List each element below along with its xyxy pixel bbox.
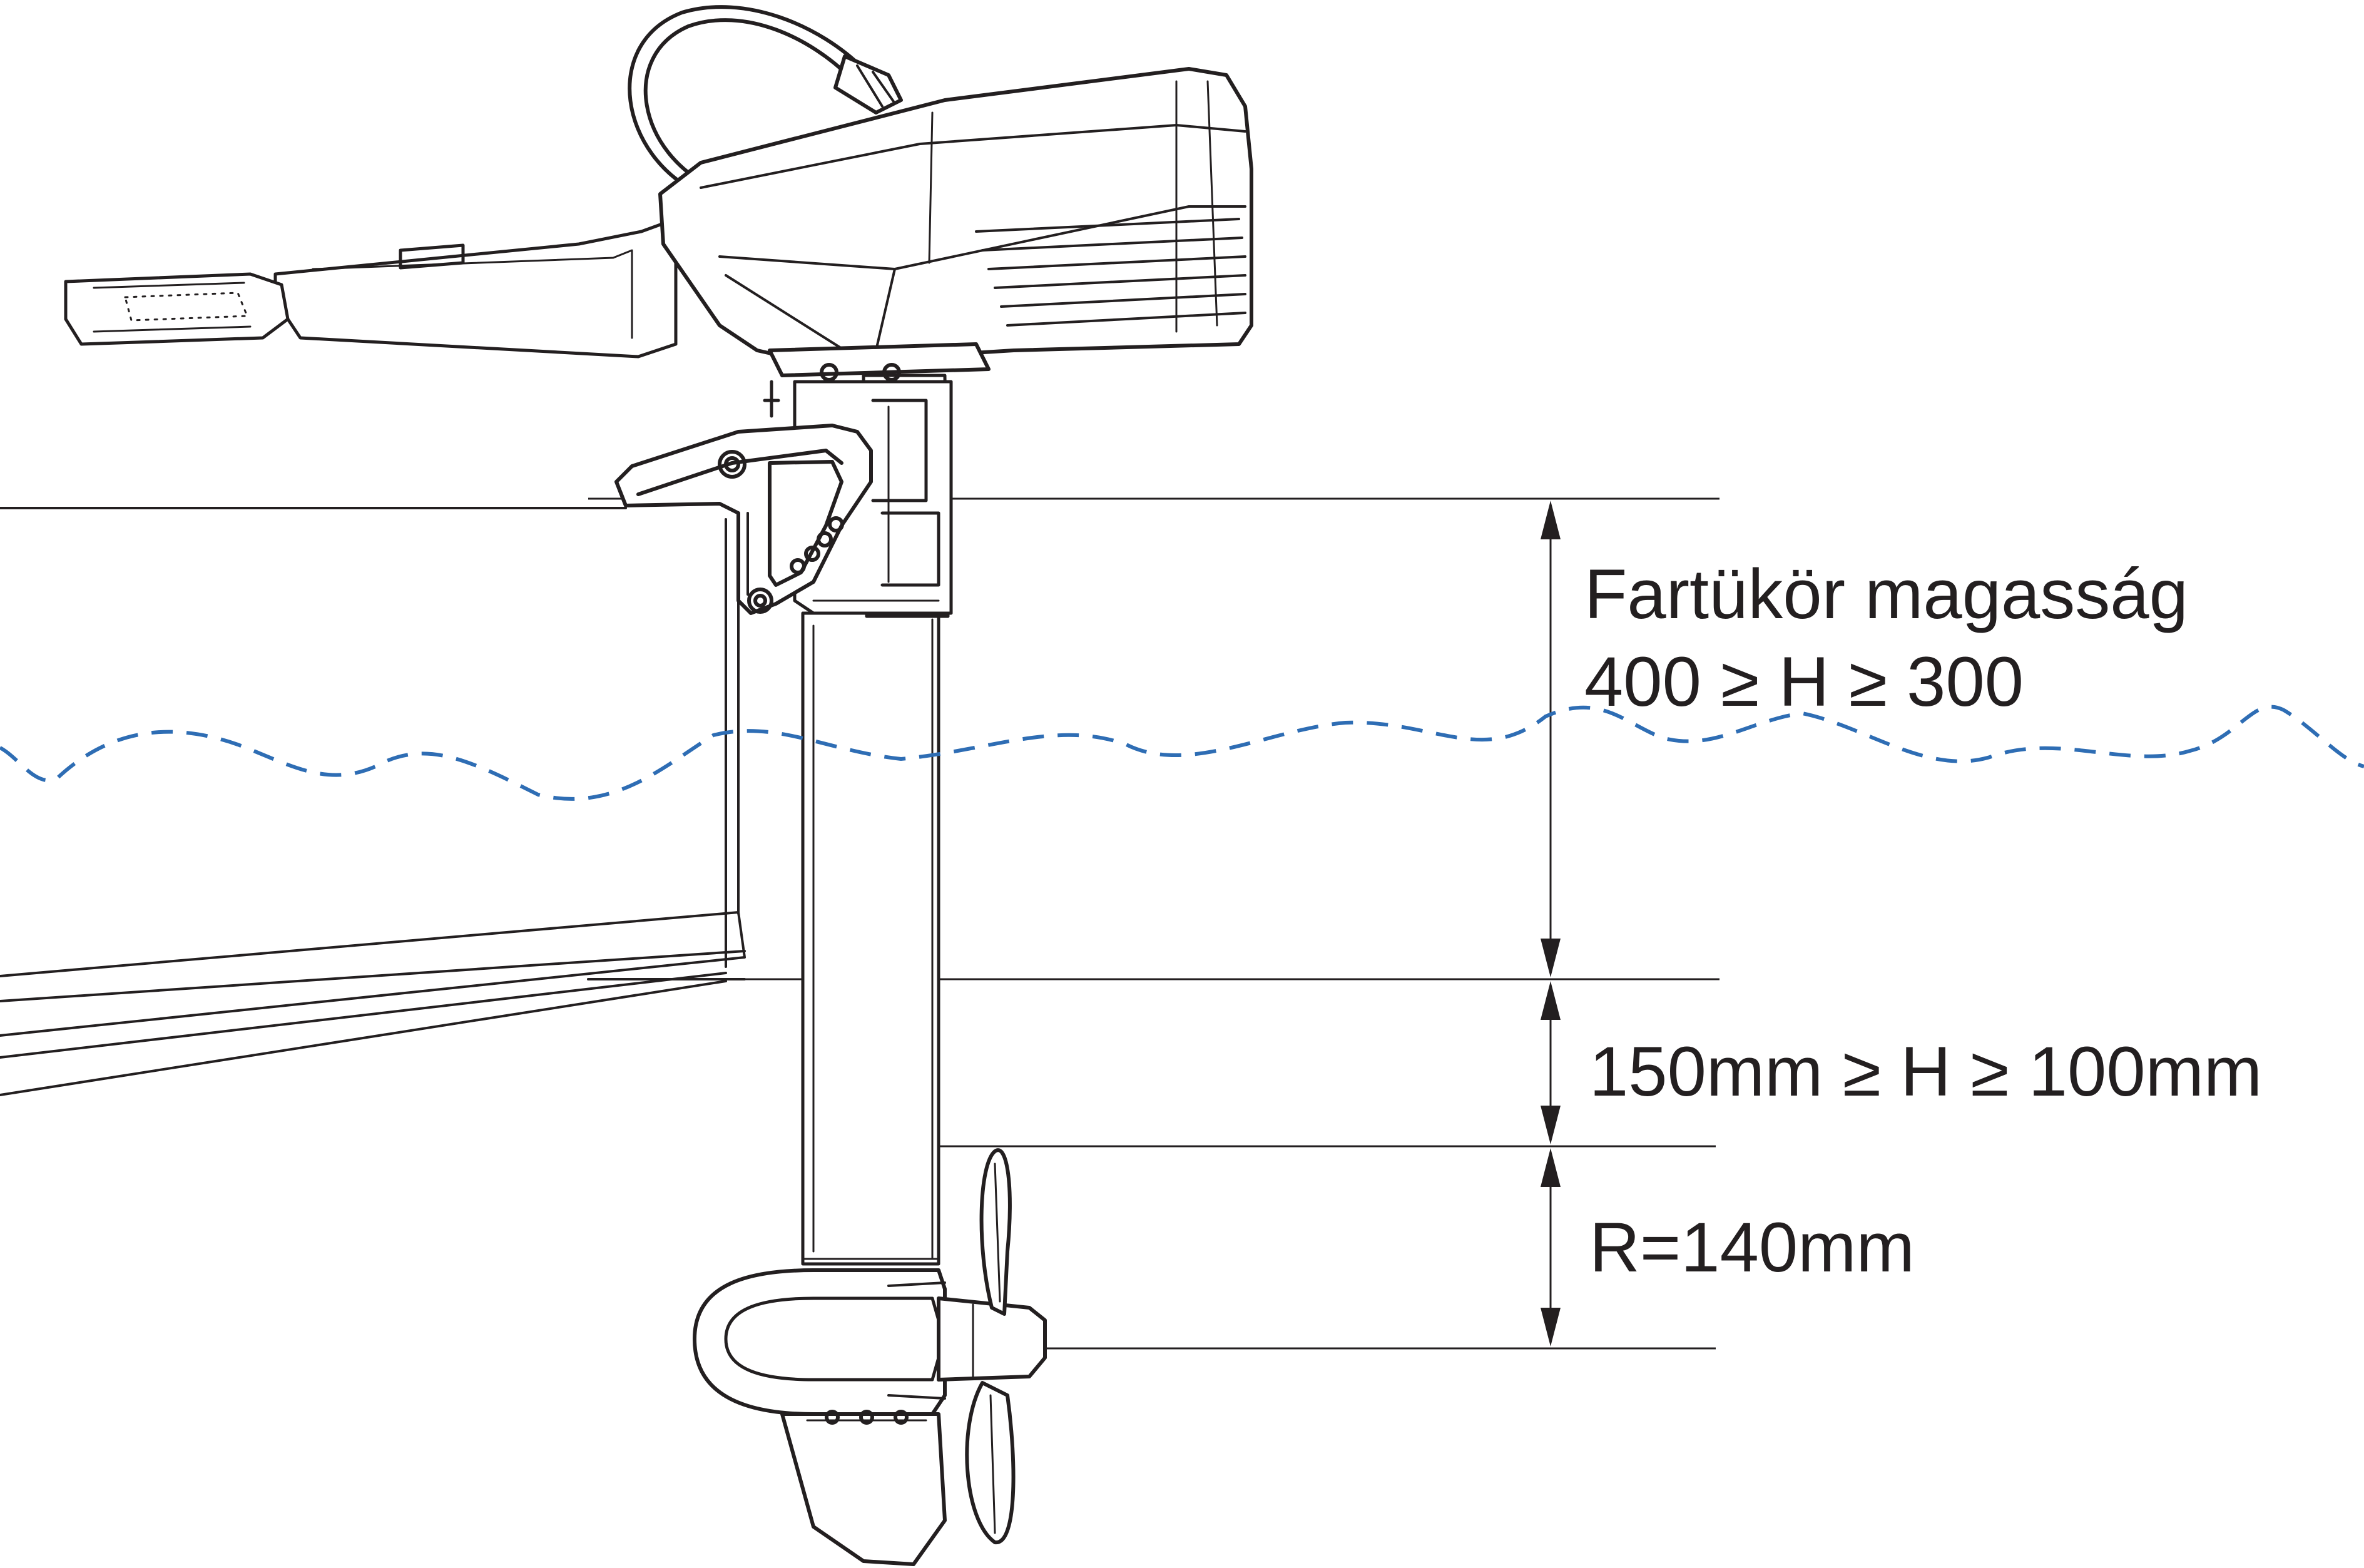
tiller-handle: [64, 217, 678, 359]
motor-head: [658, 67, 1253, 382]
transom-height-dimension: [1541, 501, 1561, 977]
immersion-depth-range: 150mm ≥ H ≥ 100mm: [1589, 1032, 2262, 1111]
water-surface-wave: [0, 705, 2364, 801]
transom-height-title: Fartükör magasság: [1584, 555, 2188, 633]
transom-clamp: [614, 380, 873, 615]
outboard-motor: [64, 5, 1253, 1566]
propeller: [965, 1148, 1016, 1545]
power-cable: [628, 5, 903, 196]
propeller-radius-dimension: [1541, 1148, 1561, 1347]
motor-neck: [793, 374, 953, 618]
immersion-dimension: [1541, 981, 1561, 1144]
transom-height-range: 400 ≥ H ≥ 300: [1584, 643, 2024, 721]
boat-hull: [0, 507, 746, 1096]
propeller-radius-label: R=140mm: [1589, 1208, 1915, 1286]
lower-unit: [693, 1268, 1047, 1566]
motor-shaft: [801, 611, 940, 1266]
